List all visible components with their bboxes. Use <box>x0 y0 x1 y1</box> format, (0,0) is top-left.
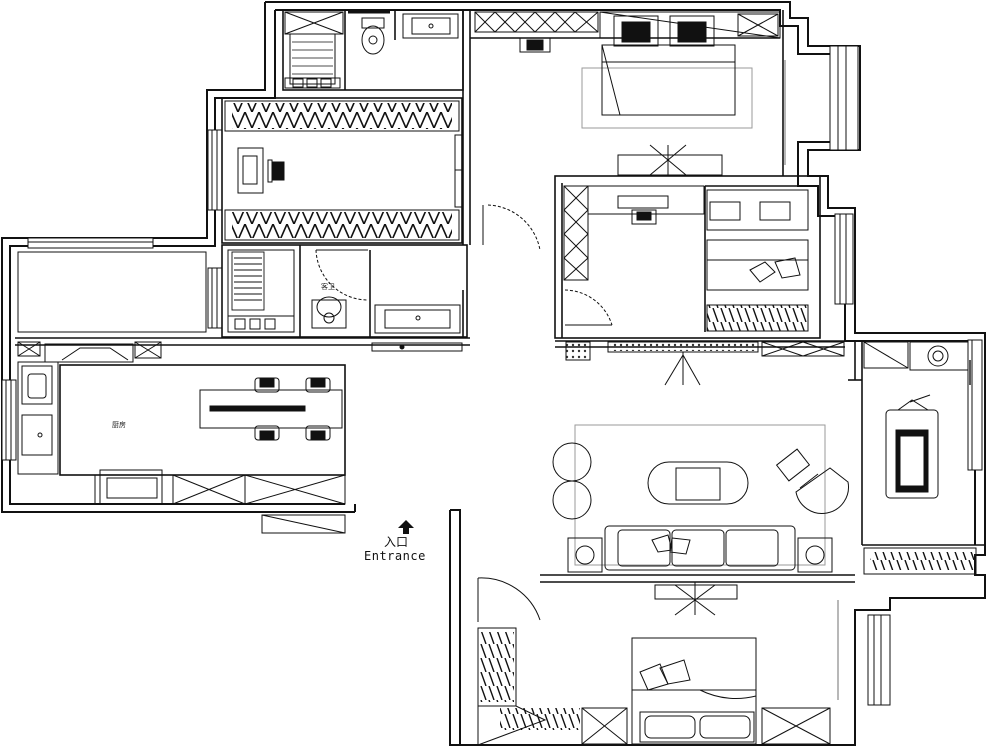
bathtub-grate-icon <box>231 251 265 311</box>
windows <box>1 45 983 706</box>
toilet-icon <box>361 17 385 55</box>
shower-grate-icon <box>292 41 333 75</box>
kitchen-label: 厨房 <box>112 420 126 429</box>
top-bedroom <box>474 11 786 176</box>
treadmill-icon <box>885 394 939 499</box>
kids-room <box>563 185 809 332</box>
range-hood-icon <box>44 343 134 363</box>
ottoman-icon <box>552 442 592 520</box>
sofa-icon <box>604 525 796 571</box>
bed-icon <box>601 44 736 116</box>
gym-room <box>863 341 977 575</box>
doors <box>315 204 613 622</box>
guest-bath-label: 客卫 <box>321 282 335 291</box>
sink-icon <box>402 13 459 39</box>
coffee-table-icon <box>647 461 749 505</box>
guest-sink-icon <box>374 304 461 334</box>
entrance-arrow-icon <box>398 520 414 534</box>
entrance-label-cn: 入口 <box>384 535 408 549</box>
side-table-icon <box>567 537 833 573</box>
entrance-label-en: Entrance <box>364 549 426 563</box>
guest-toilet-icon <box>311 296 347 329</box>
washing-machine-icon <box>909 341 969 371</box>
lounge-chair-icon <box>795 467 849 514</box>
armchair-icon <box>613 15 715 47</box>
master-bathroom <box>284 10 459 89</box>
desk-icon <box>237 147 285 194</box>
dining-table-icon <box>199 377 343 441</box>
closet-room <box>224 100 464 241</box>
bunk-bed-icon <box>706 189 809 291</box>
guest-bathroom <box>227 249 463 352</box>
living-room <box>552 424 849 573</box>
double-bed-icon <box>631 637 757 745</box>
kitchen-area <box>17 251 346 534</box>
desk-chair-icon <box>519 37 551 53</box>
storage-band <box>565 341 845 386</box>
bottom-bedroom <box>477 582 839 746</box>
